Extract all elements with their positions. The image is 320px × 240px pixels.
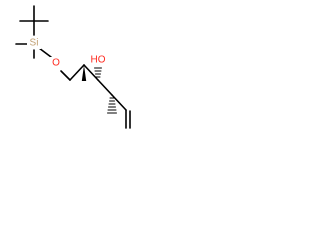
bond-o-ch2 [60, 70, 71, 81]
atom-label-ho: HO [89, 54, 107, 66]
tert-butyl-group [19, 5, 49, 36]
bond-c4-c5 [111, 94, 127, 111]
hash-bond-c4-methyl [107, 97, 117, 114]
bond-si-o [38, 47, 52, 58]
bond-c3-c4 [97, 79, 113, 96]
stereo-bonds [81, 65, 117, 114]
hydroxyl-label: HO [91, 55, 106, 66]
bond-c2-c3 [83, 64, 99, 81]
bond-ch2-c2 [69, 64, 85, 81]
silicon-label: Si [30, 38, 39, 49]
atom-label-si: Si [27, 37, 41, 49]
hash-bond-c3-hydroxyl [94, 67, 102, 78]
vinyl-double-bond [125, 109, 131, 129]
atom-label-o: O [50, 57, 62, 69]
molecule-diagram: Si O HO [0, 0, 150, 150]
molecule-structure: Si O HO [15, 5, 131, 129]
wedge-bond-c2-methyl [81, 65, 87, 81]
silicon-methyl-groups [15, 43, 35, 59]
carbon-backbone [60, 64, 127, 111]
ether-oxygen-label: O [52, 58, 60, 69]
